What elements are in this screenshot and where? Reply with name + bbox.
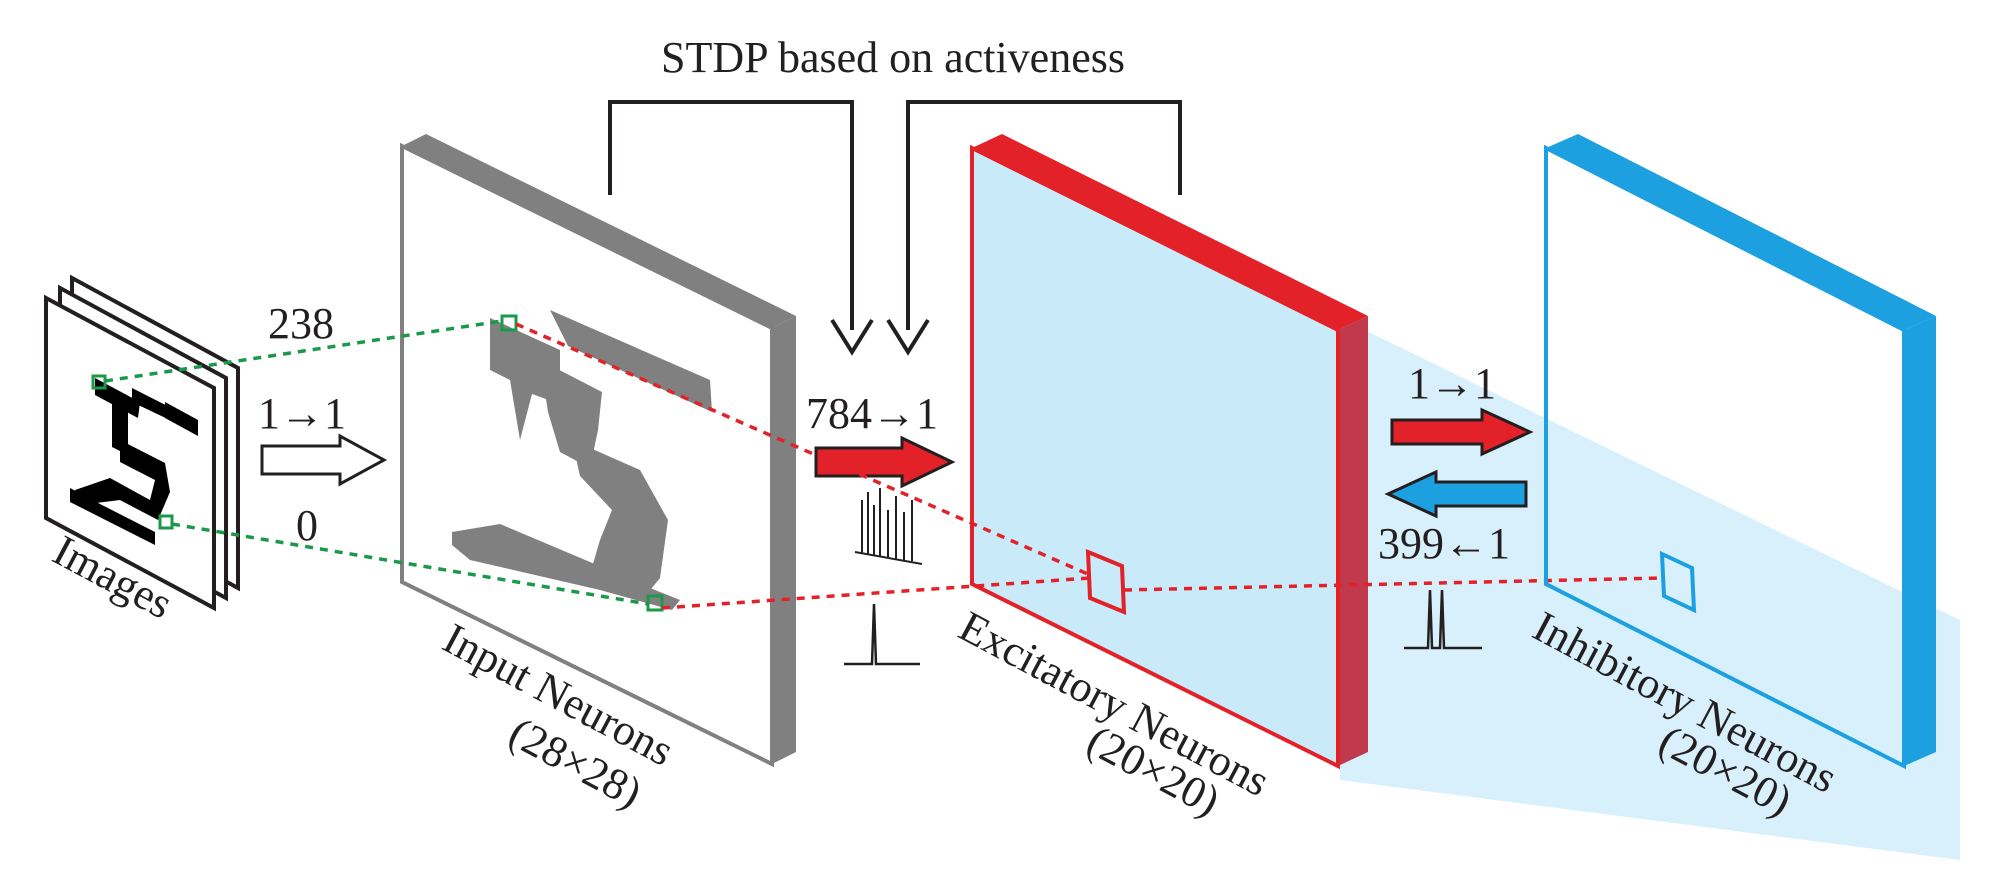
excitatory-to-inhibitory-mapping: 1→1 — [1408, 359, 1496, 408]
spike-train-icon — [854, 488, 923, 565]
inhibitory-layer — [1544, 134, 1936, 770]
red-arrow-exc-to-inh — [1390, 407, 1534, 457]
inhibitory-neuron-marker — [1659, 550, 1697, 614]
inhibitory-to-excitatory-mapping: 399←1 — [1378, 519, 1510, 568]
input-digit — [452, 310, 712, 610]
green-links — [104, 319, 649, 606]
stdp-bracket — [608, 100, 1182, 356]
red-arrow-input-to-excitatory — [814, 435, 956, 489]
hollow-arrow — [260, 433, 388, 487]
single-spike-icon — [844, 603, 920, 666]
excitatory-layer — [970, 134, 1960, 860]
excitatory-neuron-marker — [1085, 548, 1127, 616]
input-to-excitatory-mapping: 784→1 — [806, 389, 938, 438]
stdp-title: STDP based on activeness — [661, 33, 1125, 82]
input-pixel-top-marker — [500, 314, 518, 332]
image-pixel-bottom-marker — [158, 514, 174, 530]
pixel-value-bottom: 0 — [296, 501, 318, 550]
input-layer — [400, 134, 796, 768]
pixel-value-top: 238 — [268, 299, 334, 348]
double-spike-icon — [1404, 589, 1482, 650]
blue-arrow-inh-to-exc — [1384, 469, 1528, 519]
image-pixel-top-marker — [91, 374, 107, 390]
red-links — [515, 322, 1663, 610]
images-stack — [44, 274, 240, 612]
images-to-input-mapping: 1→1 — [258, 389, 346, 438]
